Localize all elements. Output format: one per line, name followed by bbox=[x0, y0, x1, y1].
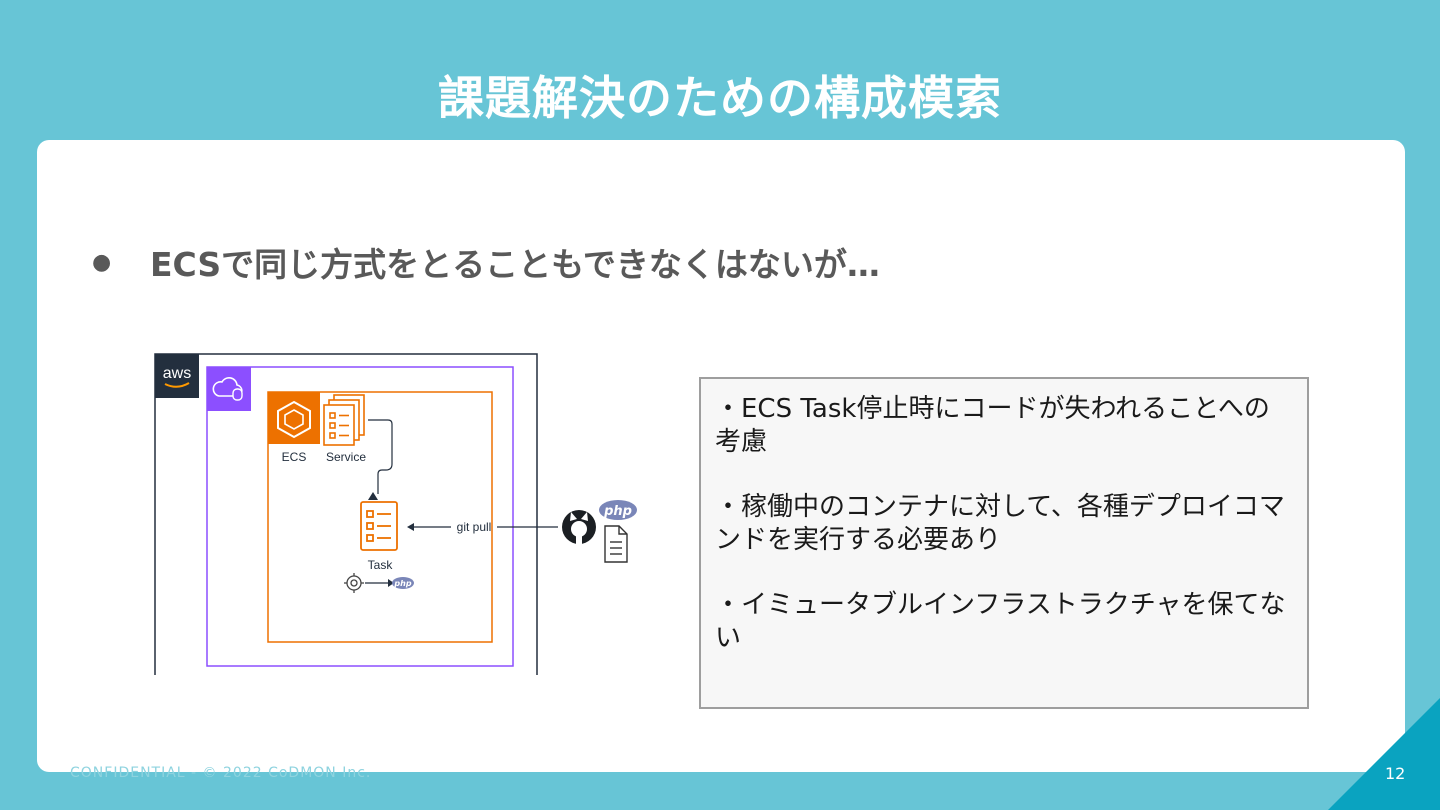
svg-text:php: php bbox=[603, 504, 632, 519]
bullet-text: ECSで同じ方式をとることもできなくはないが… bbox=[150, 245, 880, 284]
slide-title: 課題解決のための構成模索 bbox=[438, 71, 1002, 125]
note-item: ・稼働中のコンテナに対して、各種デプロイコマンドを実行する必要あり bbox=[715, 492, 1285, 555]
page-number: 12 bbox=[1385, 764, 1406, 783]
php-small-icon: php bbox=[392, 577, 414, 589]
ecs-label: ECS bbox=[282, 450, 307, 464]
ecs-icon bbox=[268, 392, 320, 444]
svg-text:aws: aws bbox=[163, 365, 191, 382]
architecture-diagram: aws ECS Service Task bbox=[154, 353, 637, 675]
note-item: ・イミュータブルインフラストラクチャを保てない bbox=[715, 590, 1286, 653]
aws-logo-icon: aws bbox=[155, 354, 199, 398]
php-logo-icon: php bbox=[599, 500, 637, 520]
ecs-cluster-frame bbox=[267, 391, 493, 643]
gear-icon bbox=[344, 573, 364, 593]
arrow-head-icon bbox=[368, 492, 378, 500]
notes-box: ・ECS Task停止時にコードが失われることへの考慮 ・稼働中のコンテナに対し… bbox=[699, 377, 1309, 709]
task-label: Task bbox=[368, 558, 394, 572]
document-icon bbox=[604, 525, 628, 563]
aws-cloud-frame bbox=[154, 353, 538, 675]
service-label: Service bbox=[326, 450, 366, 464]
github-icon bbox=[562, 510, 596, 544]
service-to-task-arrow bbox=[368, 419, 393, 494]
note-item: ・ECS Task停止時にコードが失われることへの考慮 bbox=[715, 394, 1270, 457]
git-pull-label: git pull bbox=[457, 520, 492, 534]
arrow-head-icon bbox=[407, 523, 414, 531]
svg-text:php: php bbox=[393, 579, 411, 588]
bullet-point: ● ECSで同じ方式をとることもできなくはないが… bbox=[92, 240, 880, 284]
vpc-frame bbox=[206, 366, 514, 667]
corner-decoration bbox=[1328, 698, 1440, 810]
confidential-footer: CONFIDENTIAL - © 2022 CoDMON Inc. bbox=[70, 765, 372, 781]
arrow-head-icon bbox=[388, 579, 394, 587]
bullet-icon: ● bbox=[92, 249, 112, 275]
task-icon bbox=[360, 501, 398, 551]
vpc-cloud-icon bbox=[207, 367, 251, 411]
service-icon bbox=[323, 394, 365, 446]
